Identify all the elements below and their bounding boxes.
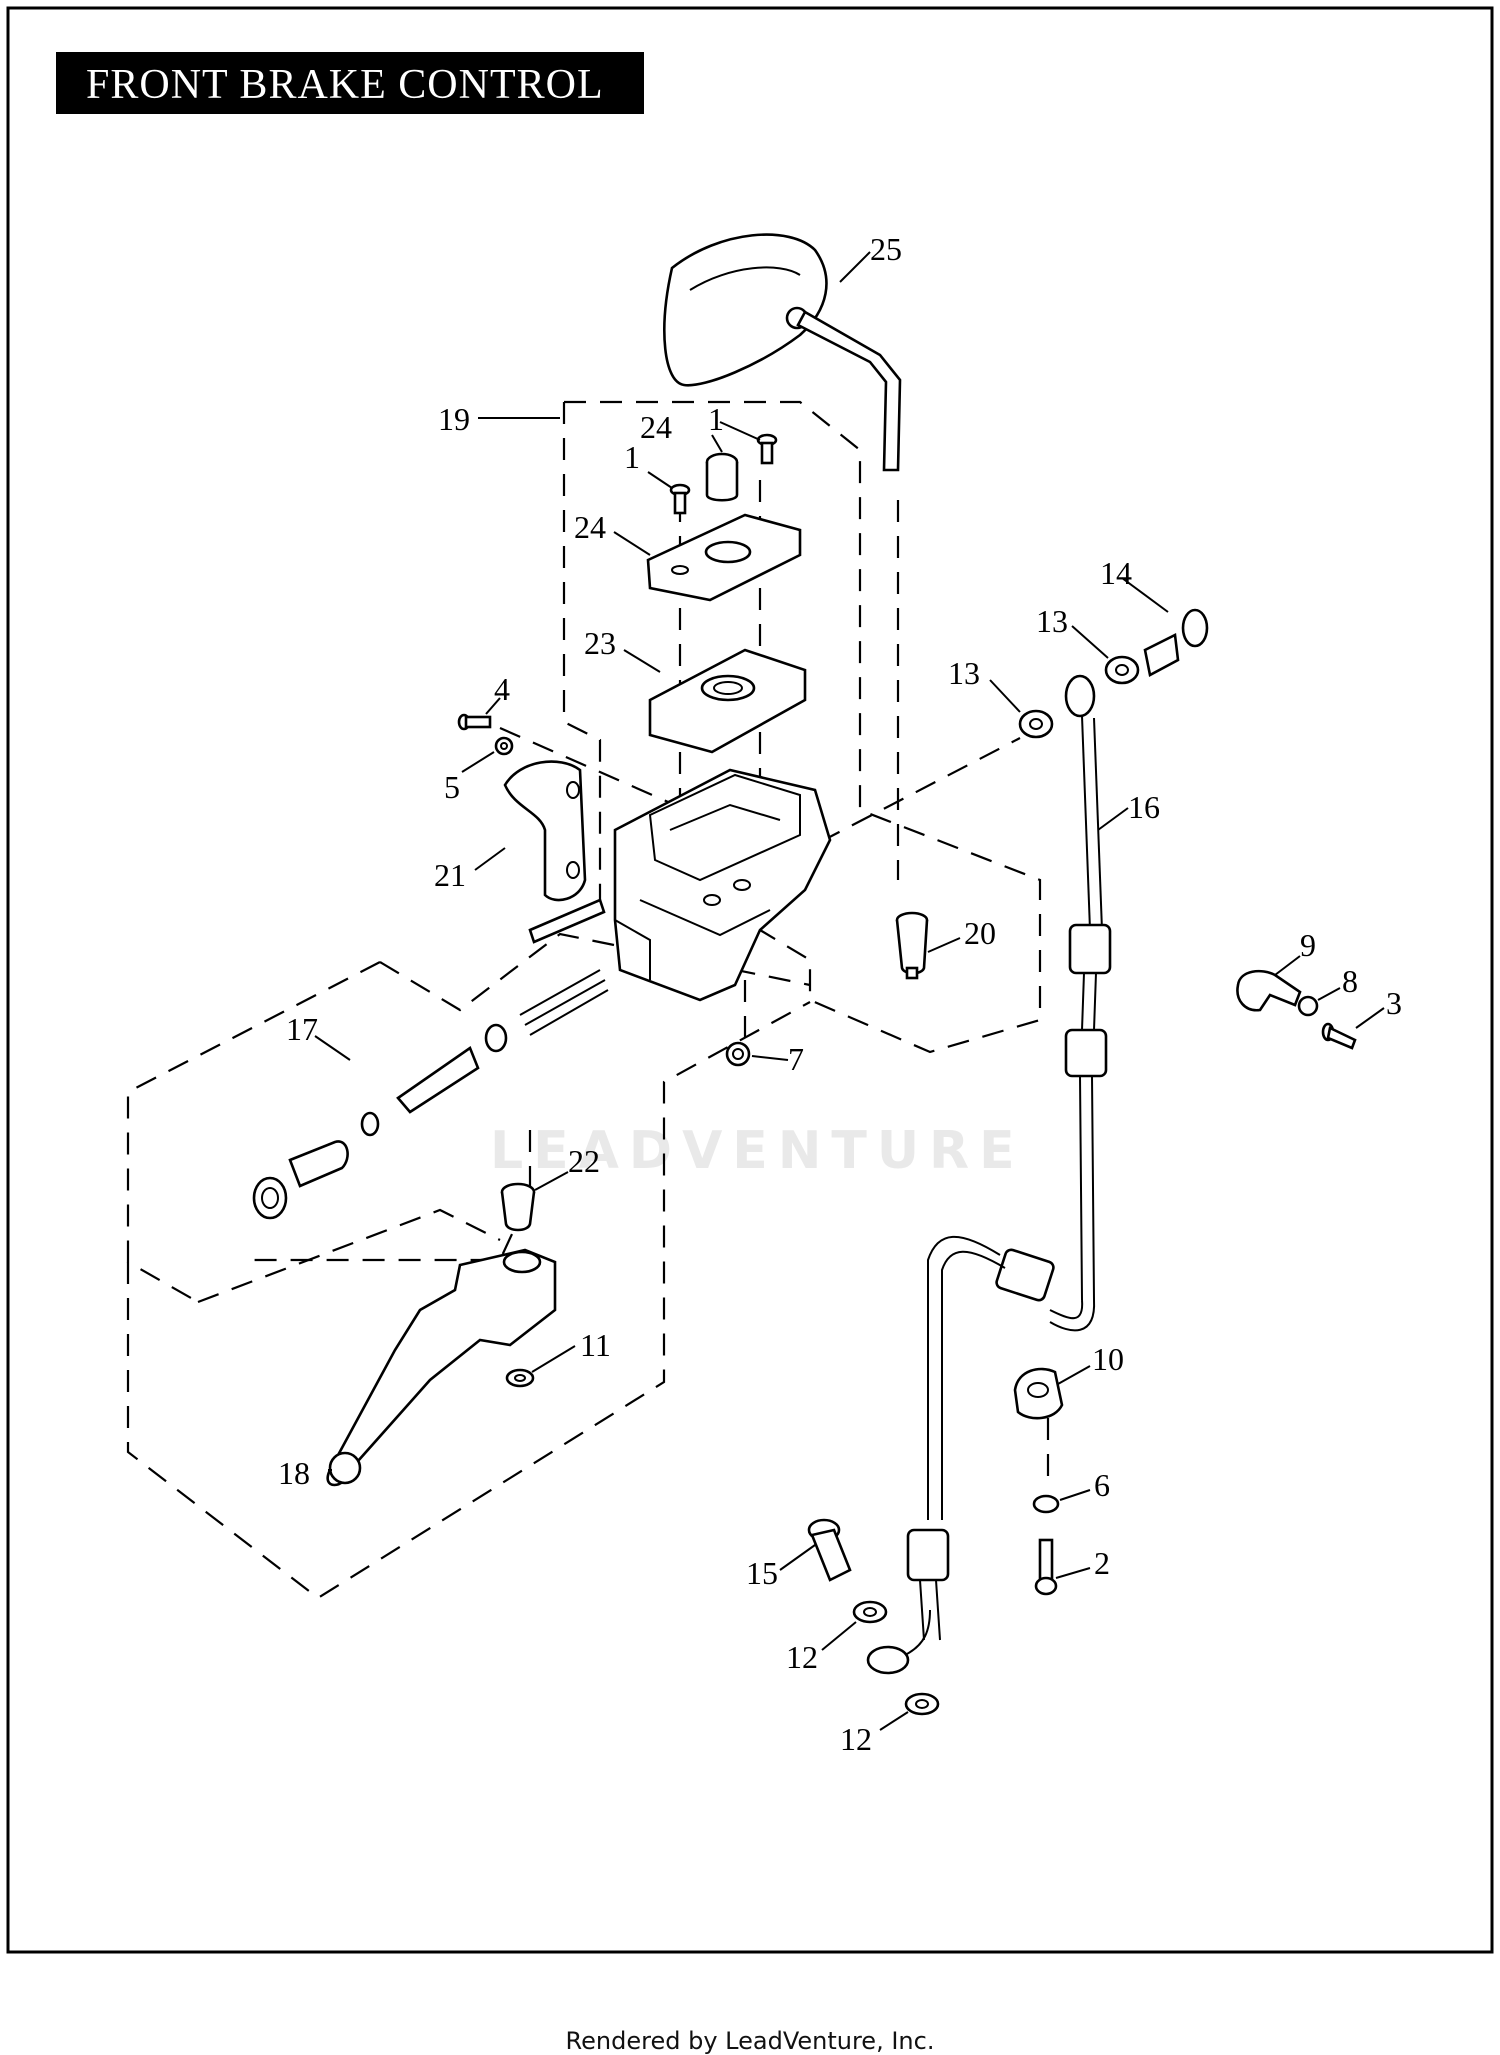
- callout-14: 14: [1100, 555, 1132, 591]
- callout-4: 4: [494, 671, 510, 707]
- callout-13: 13: [1036, 603, 1068, 639]
- clip-11: [505, 1368, 535, 1388]
- diagram-border: [6, 6, 1494, 1954]
- master-cylinder-body: [613, 768, 832, 1002]
- clamp-10: [1013, 1367, 1064, 1420]
- callout-10: 10: [1092, 1341, 1124, 1377]
- assembly-17-outline-top: [379, 932, 811, 1012]
- piston-kit-17: [252, 898, 609, 1220]
- callout-16: 16: [1128, 789, 1160, 825]
- callout-22: 22: [568, 1143, 600, 1179]
- callout-21: 21: [434, 857, 466, 893]
- screw-3: [1321, 1022, 1357, 1050]
- callout-1: 1: [708, 401, 724, 437]
- clamp-21: [503, 760, 587, 902]
- bushing-22: [500, 1182, 536, 1232]
- washer-12-b: [904, 1692, 940, 1716]
- retaining-ring-7: [725, 1041, 751, 1067]
- callout-25: 25: [870, 231, 902, 267]
- screw-1-b: [669, 483, 691, 515]
- align-line: [819, 737, 1021, 843]
- assembly-19-outline: [564, 400, 1042, 1054]
- footer-credit: Rendered by LeadVenture, Inc.: [565, 2027, 935, 2055]
- diagram-title: FRONT BRAKE CONTROL: [86, 62, 604, 108]
- assembly-17-outline-left: [126, 961, 381, 1303]
- align-line: [197, 1208, 501, 1304]
- callout-11: 11: [580, 1327, 611, 1363]
- screw-1-a: [756, 433, 778, 465]
- washer-5: [494, 736, 514, 756]
- clamp-9: [1236, 969, 1302, 1012]
- plug-24: [705, 452, 739, 502]
- callout-1: 1: [624, 439, 640, 475]
- pivot-pin-20: [895, 911, 929, 980]
- screw-2: [1034, 1538, 1058, 1596]
- callout-18: 18: [278, 1455, 310, 1491]
- brake-line-16: [866, 674, 1112, 1675]
- callout-8: 8: [1342, 963, 1358, 999]
- callout-20: 20: [964, 915, 996, 951]
- callout-23: 23: [584, 625, 616, 661]
- callout-17: 17: [286, 1011, 318, 1047]
- reservoir-cover-24: [646, 513, 802, 602]
- callout-5: 5: [444, 769, 460, 805]
- brake-lever-18: [326, 1248, 557, 1487]
- diaphragm-23: [648, 648, 807, 754]
- callout-13: 13: [948, 655, 980, 691]
- callout-9: 9: [1300, 927, 1316, 963]
- callout-24: 24: [640, 409, 672, 445]
- callout-12: 12: [840, 1721, 872, 1757]
- callout-3: 3: [1386, 985, 1402, 1021]
- callout-12: 12: [786, 1639, 818, 1675]
- banjo-bolt-15: [807, 1518, 852, 1582]
- callout-15: 15: [746, 1555, 778, 1591]
- align-line: [250, 1130, 532, 1262]
- callout-labels: 25 19 24 1 1 24 14 13 13 23 4 5 16 21 20…: [278, 231, 1402, 1757]
- callout-2: 2: [1094, 1545, 1110, 1581]
- washer-13-a: [1104, 655, 1140, 685]
- watermark: LEADVENTURE: [490, 1121, 1025, 1181]
- assembly-18-outline: [126, 1001, 811, 1600]
- mirror-25: [663, 233, 902, 472]
- assembly-19-outline-left: [562, 402, 602, 916]
- callout-7: 7: [788, 1041, 804, 1077]
- callout-24: 24: [574, 509, 606, 545]
- washer-13-b: [1018, 709, 1054, 739]
- washer-12-a: [852, 1600, 888, 1624]
- screw-4: [457, 713, 492, 731]
- callout-6: 6: [1094, 1467, 1110, 1503]
- nut-8: [1297, 995, 1319, 1017]
- callout-19: 19: [438, 401, 470, 437]
- banjo-bolt-14: [1143, 608, 1209, 677]
- leader-lines: [314, 251, 1385, 1731]
- washer-6: [1032, 1494, 1060, 1514]
- title-banner: FRONT BRAKE CONTROL: [56, 52, 644, 114]
